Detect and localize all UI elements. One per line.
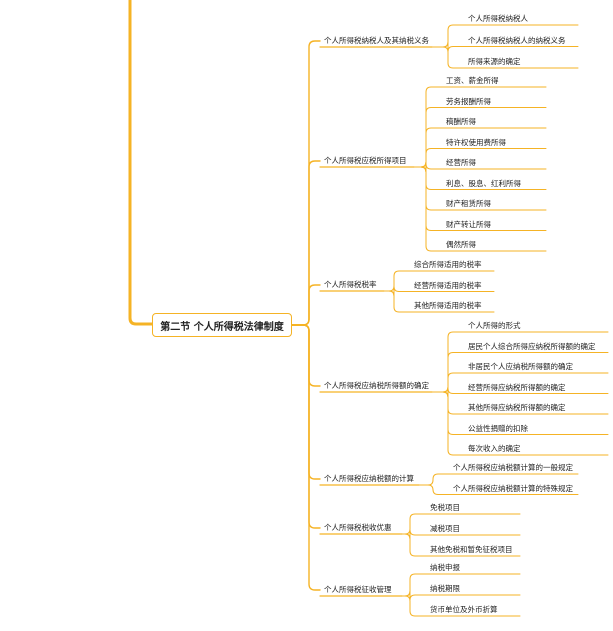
leaf-topic[interactable]: 财产转让所得 [446, 219, 491, 229]
leaf-connector [401, 513, 521, 535]
leaf-connector [413, 127, 547, 168]
branch-connector [291, 324, 321, 529]
leaf-connector [401, 595, 521, 617]
leaf-topic[interactable]: 货币单位及外币折算 [430, 605, 498, 614]
branch-topic[interactable]: 个人所得税税收优惠 [324, 523, 392, 532]
leaf-topic[interactable]: 偶然所得 [446, 240, 476, 249]
leaf-topic[interactable]: 个人所得税纳税人 [468, 14, 528, 23]
leaf-topic[interactable]: 居民个人综合所得应纳税所得额的确定 [468, 341, 596, 351]
leaf-topic[interactable]: 综合所得适用的税率 [414, 260, 482, 269]
leaf-connector [383, 290, 495, 313]
leaf-connector [413, 166, 547, 252]
root-topic[interactable]: 第二节 个人所得税法律制度 [152, 313, 292, 337]
branch-connector [291, 324, 321, 387]
leaf-connector [431, 41, 579, 52]
branch-topic[interactable]: 个人所得税应纳税所得额的确定 [324, 381, 429, 390]
leaf-topic[interactable]: 公益性捐赠的扣除 [468, 423, 528, 433]
leaf-topic[interactable]: 免税项目 [430, 503, 460, 512]
leaf-connector [401, 590, 521, 601]
leaf-connector [431, 391, 609, 456]
leaf-topic[interactable]: 非居民个人应纳税所得额的确定 [468, 362, 573, 371]
leaf-connector [401, 529, 521, 540]
branch-connector [291, 324, 321, 591]
leaf-topic[interactable]: 其他所得应纳税所得额的确定 [468, 403, 566, 412]
leaf-topic[interactable]: 减税项目 [430, 524, 460, 533]
leaf-topic[interactable]: 个人所得税应纳税额计算的一般规定 [453, 463, 573, 472]
branch-connector [291, 40, 321, 326]
leaf-topic[interactable]: 经营所得适用的税率 [414, 280, 482, 290]
leaf-topic[interactable]: 利息、股息、红利所得 [446, 178, 521, 188]
branch-topic[interactable]: 个人所得税税率 [324, 280, 377, 289]
branch-topic[interactable]: 个人所得税应税所得项目 [324, 156, 407, 165]
leaf-connector [413, 163, 547, 173]
leaf-topic[interactable]: 经营所得应纳税所得额的确定 [468, 382, 566, 392]
trunk-connector [128, 0, 154, 326]
leaf-topic[interactable]: 劳务报酬所得 [446, 96, 491, 106]
branch-topic[interactable]: 个人所得税纳税人及其纳税义务 [324, 36, 429, 45]
leaf-connector [401, 533, 521, 557]
leaf-topic[interactable]: 纳税申报 [430, 563, 460, 572]
leaf-connector [418, 473, 579, 486]
branch-connector [291, 160, 321, 326]
leaf-topic[interactable]: 个人所得税应纳税额计算的特殊规定 [453, 483, 573, 493]
leaf-topic[interactable]: 特许权使用费所得 [446, 137, 506, 147]
branch-connector [291, 284, 321, 326]
leaf-topic[interactable]: 每次收入的确定 [468, 444, 521, 453]
leaf-connector [383, 270, 495, 292]
branch-topic[interactable]: 个人所得税应纳税额的计算 [324, 474, 414, 483]
leaf-connector [418, 484, 579, 495]
leaf-topic[interactable]: 其他免税和暂免征税项目 [430, 545, 513, 554]
leaf-topic[interactable]: 纳税期限 [430, 584, 460, 593]
branch-topic[interactable]: 个人所得税征收管理 [324, 585, 392, 594]
branch-connector [291, 324, 321, 480]
leaf-topic[interactable]: 个人所得的形式 [468, 321, 521, 330]
leaf-topic[interactable]: 财产租赁所得 [446, 199, 491, 208]
leaf-topic[interactable]: 工资、薪金所得 [446, 76, 499, 85]
leaf-connector [431, 46, 579, 69]
leaf-connector [431, 372, 609, 393]
leaf-connector [413, 148, 547, 168]
leaf-topic[interactable]: 个人所得税纳税人的纳税义务 [468, 35, 566, 45]
leaf-connector [401, 573, 521, 597]
leaf-topic[interactable]: 稿酬所得 [446, 117, 476, 126]
leaf-topic[interactable]: 经营所得 [446, 158, 476, 167]
leaf-topic[interactable]: 其他所得适用的税率 [414, 301, 482, 310]
leaf-topic[interactable]: 所得来源的确定 [468, 57, 521, 66]
